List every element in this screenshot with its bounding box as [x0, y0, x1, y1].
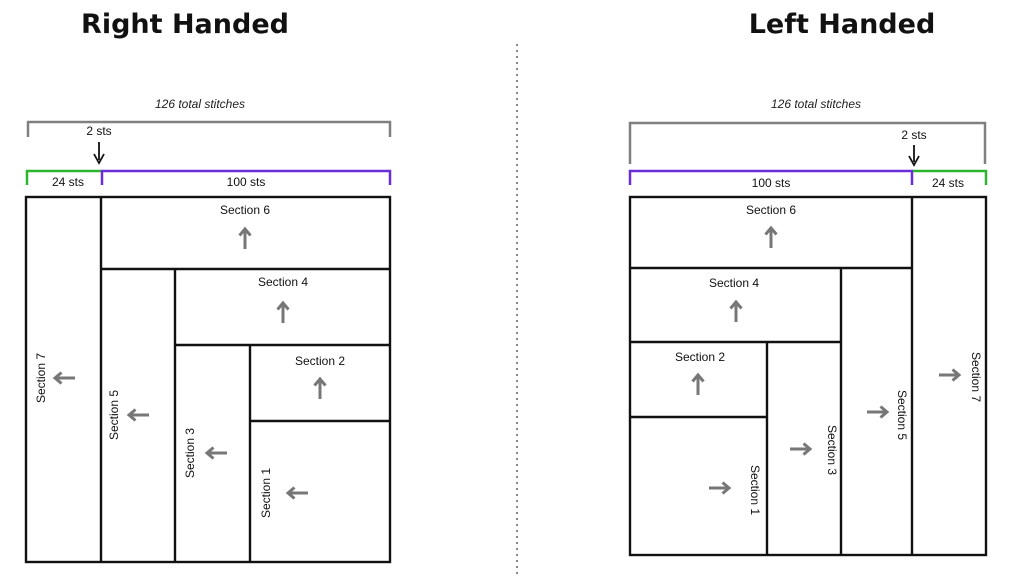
- green-bracket: [913, 169, 988, 185]
- up-arrow-icon: [313, 376, 327, 387]
- section-3-label: Section 3: [825, 425, 839, 475]
- section-2-label: Section 2: [295, 354, 345, 368]
- section-1-label: Section 1: [748, 465, 762, 515]
- right-arrow-icon: [721, 481, 732, 495]
- section-2-label: Section 2: [675, 350, 725, 364]
- up-arrow-icon: [238, 226, 252, 237]
- left-arrow-icon: [52, 371, 63, 385]
- section-6-label: Section 6: [220, 203, 270, 217]
- right-arrow-icon: [802, 442, 813, 456]
- purple-bracket: [100, 169, 392, 185]
- right-arrow-icon: [879, 405, 890, 419]
- section-7-label: Section 7: [969, 352, 983, 402]
- total-stitches-label: 126 total stitches: [771, 97, 861, 111]
- left-handed-diagram: 126 total stitches 2 sts 100 sts 24 sts …: [628, 97, 988, 557]
- total-bracket: [628, 121, 987, 164]
- section-6-label: Section 6: [746, 203, 796, 217]
- green-bracket: [25, 169, 101, 185]
- purple-bracket-label: 100 sts: [752, 176, 791, 190]
- total-bracket: [26, 120, 392, 137]
- section-5-label: Section 5: [895, 390, 909, 440]
- section-3-label: Section 3: [183, 428, 197, 478]
- up-arrow-icon: [729, 299, 743, 310]
- outer-box: [628, 195, 988, 557]
- left-arrow-icon: [204, 446, 215, 460]
- marker-arrow-icon: [93, 153, 105, 165]
- section-7-label: Section 7: [34, 353, 48, 403]
- purple-bracket: [628, 169, 914, 185]
- outer-box: [24, 195, 392, 564]
- green-bracket-label: 24 sts: [52, 175, 84, 189]
- marker-arrow-icon: [908, 155, 920, 167]
- left-arrow-icon: [285, 486, 296, 500]
- left-arrow-icon: [126, 408, 137, 422]
- right-handed-heading: Right Handed: [81, 9, 289, 40]
- left-handed-heading: Left Handed: [749, 9, 936, 40]
- section-4-label: Section 4: [258, 275, 308, 289]
- marker-label: 2 sts: [901, 128, 926, 142]
- up-arrow-icon: [764, 225, 778, 236]
- total-stitches-label: 126 total stitches: [155, 97, 245, 111]
- purple-bracket-label: 100 sts: [227, 175, 266, 189]
- section-5-label: Section 5: [107, 390, 121, 440]
- right-handed-diagram: 126 total stitches 2 sts 24 sts 100 sts …: [24, 97, 392, 564]
- section-4-label: Section 4: [709, 276, 759, 290]
- marker-label: 2 sts: [86, 124, 111, 138]
- section-1-label: Section 1: [259, 468, 273, 518]
- right-arrow-icon: [951, 368, 962, 382]
- up-arrow-icon: [691, 372, 705, 383]
- up-arrow-icon: [276, 300, 290, 311]
- green-bracket-label: 24 sts: [932, 176, 964, 190]
